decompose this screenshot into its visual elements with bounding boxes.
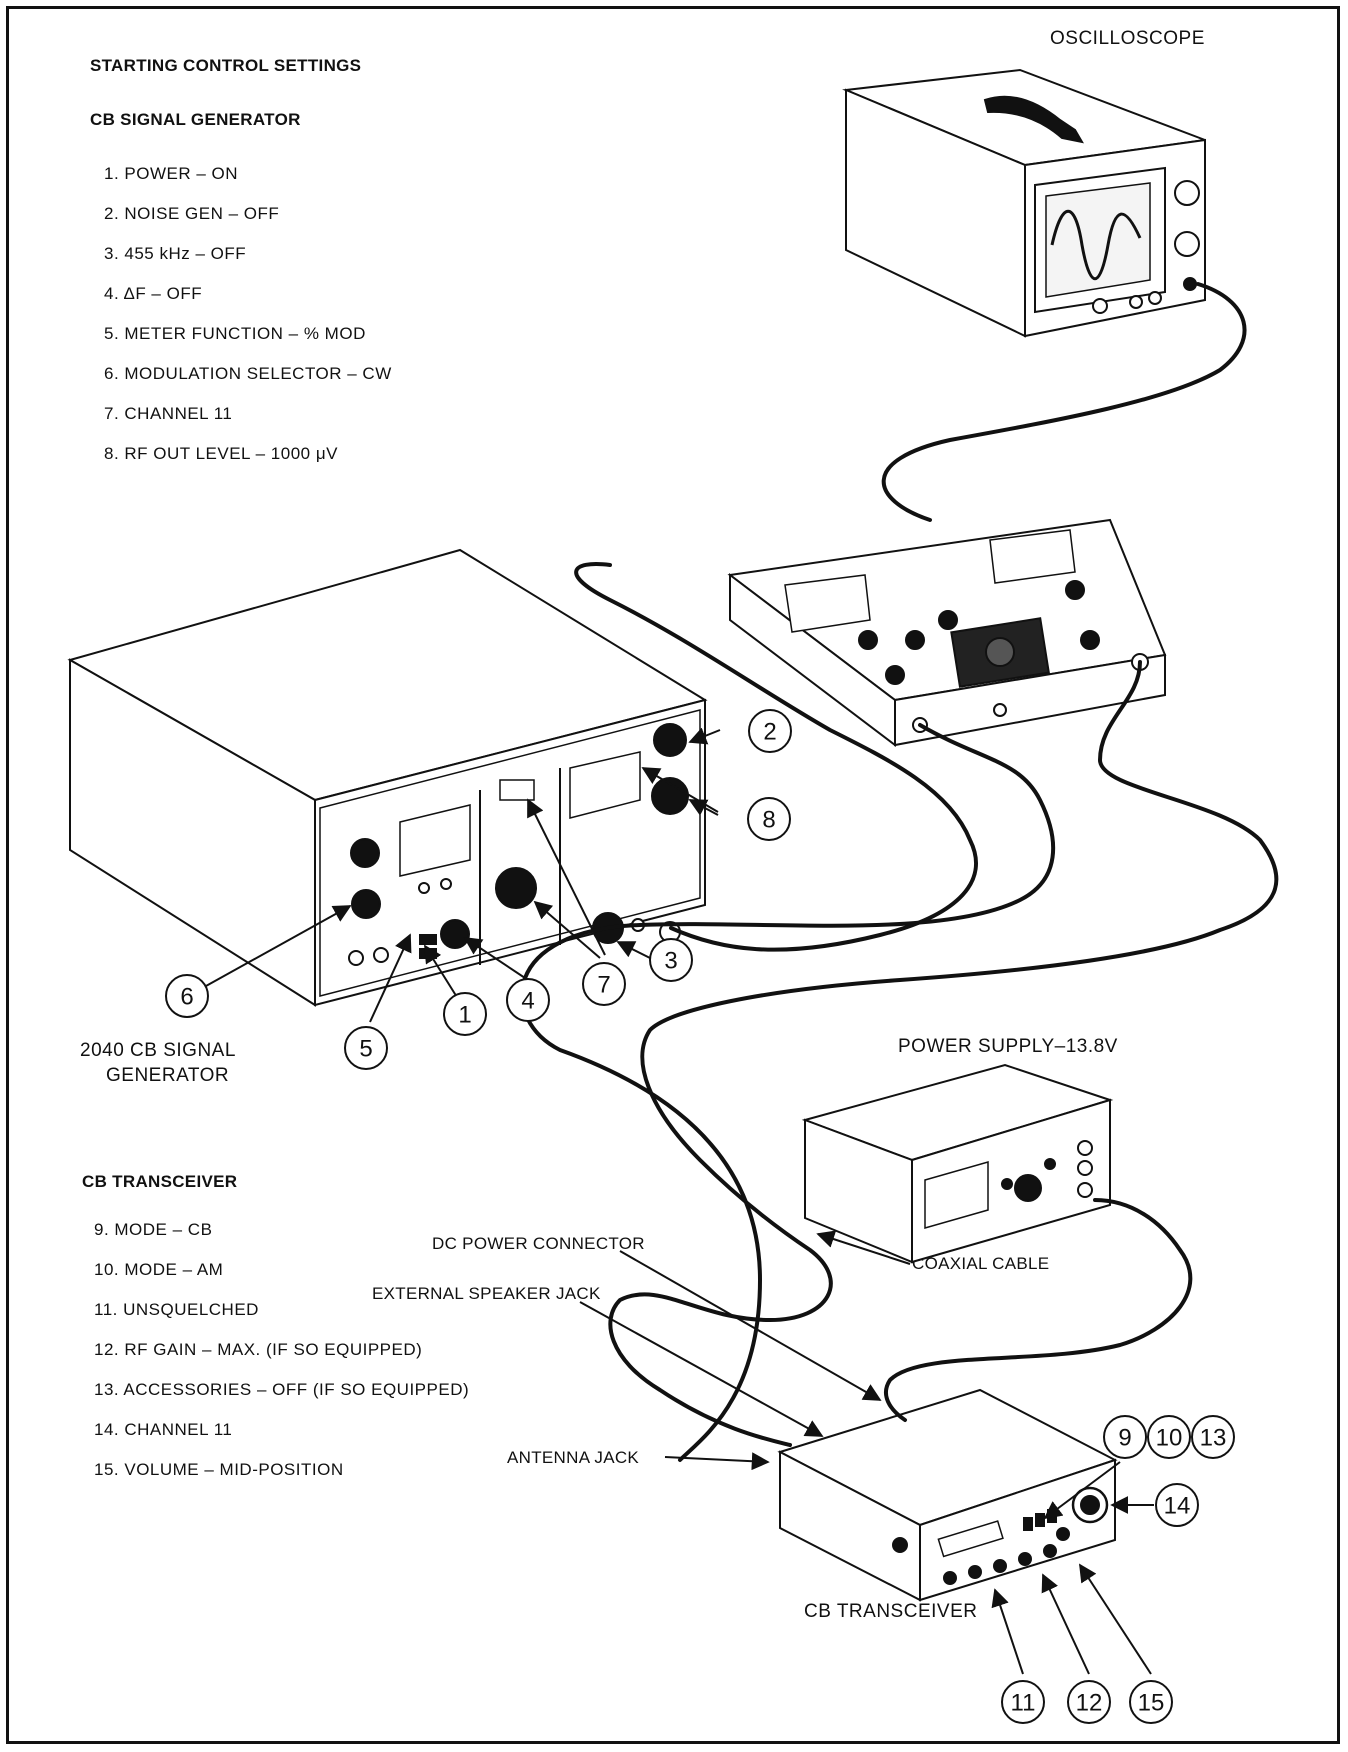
callout-circle-15 (1129, 1680, 1173, 1724)
generator-label-line1: 2040 CB SIGNAL (80, 1040, 236, 1061)
generator-subheading: CB SIGNAL GENERATOR (90, 110, 301, 129)
diagram-frame (6, 6, 1340, 1744)
callout-number-12: 12 (1076, 1690, 1103, 1717)
callout-circle-3 (649, 938, 693, 982)
antenna-jack-callout: ANTENNA JACK (507, 1448, 640, 1467)
generator-setting-item: 6. MODULATION SELECTOR – CW (104, 364, 392, 383)
callout-circle-11 (1001, 1680, 1045, 1724)
callout-number-7: 7 (597, 972, 610, 999)
callout-circle-8 (747, 797, 791, 841)
power-supply-label: POWER SUPPLY–13.8V (898, 1036, 1118, 1057)
cables (519, 282, 1279, 1462)
callout-circle-5 (344, 1026, 388, 1070)
callout-circle-13 (1191, 1415, 1235, 1459)
oscilloscope-drawing (842, 68, 1206, 338)
callout-number-10: 10 (1156, 1425, 1183, 1452)
callout-number-3: 3 (664, 948, 677, 975)
generator-setting-item: 5. METER FUNCTION – % MOD (104, 324, 366, 343)
transceiver-setting-item: 12. RF GAIN – MAX. (IF SO EQUIPPED) (94, 1340, 423, 1359)
callout-circle-10 (1147, 1415, 1191, 1459)
generator-setting-item: 7. CHANNEL 11 (104, 404, 233, 423)
callout-number-8: 8 (762, 807, 775, 834)
callout-number-5: 5 (359, 1036, 372, 1063)
callout-number-11: 11 (1011, 1690, 1036, 1717)
callout-number-6: 6 (180, 984, 193, 1011)
external-speaker-jack-callout: EXTERNAL SPEAKER JACK (372, 1284, 601, 1303)
generator-label-line2: GENERATOR (106, 1065, 230, 1086)
callout-circle-2 (748, 709, 792, 753)
oscilloscope-label: OSCILLOSCOPE (1050, 28, 1205, 49)
transceiver-setting-item: 13. ACCESSORIES – OFF (IF SO EQUIPPED) (94, 1380, 470, 1399)
transceiver-label: CB TRANSCEIVER (804, 1601, 978, 1622)
callout-number-13: 13 (1200, 1425, 1227, 1452)
callout-circle-7 (582, 962, 626, 1006)
generator-setting-item: 1. POWER – ON (104, 164, 239, 183)
callout-circle-9 (1103, 1415, 1147, 1459)
transceiver-setting-item: 14. CHANNEL 11 (94, 1420, 233, 1439)
generator-setting-item: 3. 455 kHz – OFF (104, 244, 247, 263)
power-supply-drawing (801, 1063, 1114, 1264)
transceiver-setting-item: 11. UNSQUELCHED (94, 1300, 259, 1319)
generator-setting-item: 4. ΔF – OFF (104, 284, 203, 303)
cb-transceiver-drawing (777, 1388, 1118, 1602)
transceiver-setting-item: 9. MODE – CB (94, 1220, 213, 1239)
generator-setting-item: 8. RF OUT LEVEL – 1000 μV (104, 444, 338, 463)
cb-analyzer-drawing (727, 518, 1167, 748)
dc-power-connector-callout: DC POWER CONNECTOR (432, 1234, 645, 1253)
generator-setting-item: 2. NOISE GEN – OFF (104, 204, 280, 223)
callout-circle-14 (1155, 1483, 1199, 1527)
callout-circle-4 (506, 978, 550, 1022)
callout-number-2: 2 (763, 719, 776, 746)
callout-number-4: 4 (521, 988, 534, 1015)
settings-heading: STARTING CONTROL SETTINGS (90, 56, 362, 75)
callout-number-1: 1 (458, 1002, 471, 1029)
transceiver-setting-item: 10. MODE – AM (94, 1260, 224, 1279)
callout-number-15: 15 (1138, 1690, 1165, 1717)
callout-number-14: 14 (1164, 1493, 1191, 1520)
callout-circle-6 (165, 974, 209, 1018)
callout-number-9: 9 (1118, 1425, 1131, 1452)
callout-circle-1 (443, 992, 487, 1036)
callout-circle-12 (1067, 1680, 1111, 1724)
transceiver-setting-item: 15. VOLUME – MID-POSITION (94, 1460, 344, 1479)
signal-generator-drawing (67, 548, 708, 1007)
transceiver-heading: CB TRANSCEIVER (82, 1172, 238, 1191)
coaxial-cable-callout: COAXIAL CABLE (912, 1254, 1050, 1273)
